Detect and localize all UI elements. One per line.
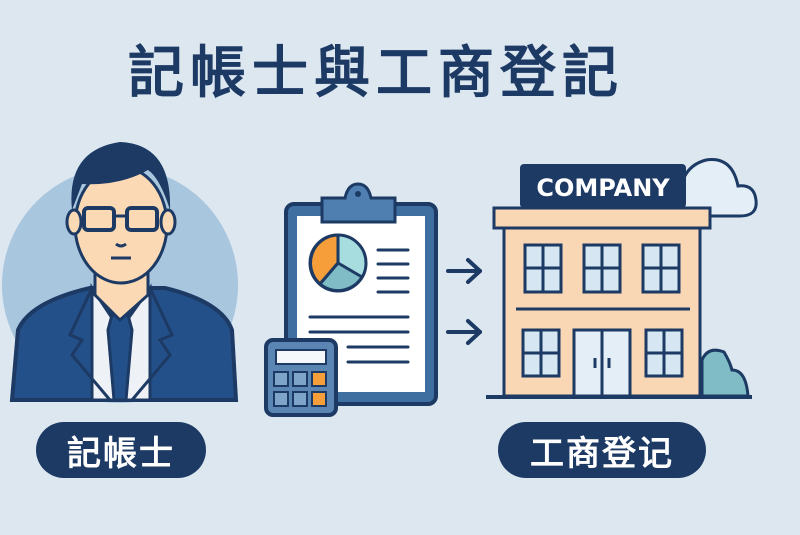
- accountant-person-icon: [2, 142, 239, 403]
- company-sign: COMPANY: [536, 174, 670, 202]
- cloud-icon: [678, 158, 758, 218]
- accountant-label: 記帳士: [36, 422, 206, 478]
- registration-label: 工商登记: [498, 422, 706, 478]
- company-building-icon: COMPANY: [486, 158, 758, 399]
- page-title: 記帳士與工商登記: [128, 41, 624, 106]
- pie-chart-icon: [308, 233, 368, 293]
- arrow-right-icon: [446, 258, 482, 345]
- clipboard-report-icon: [264, 182, 482, 417]
- bush-icon: [700, 348, 750, 398]
- calculator-icon: [264, 338, 338, 417]
